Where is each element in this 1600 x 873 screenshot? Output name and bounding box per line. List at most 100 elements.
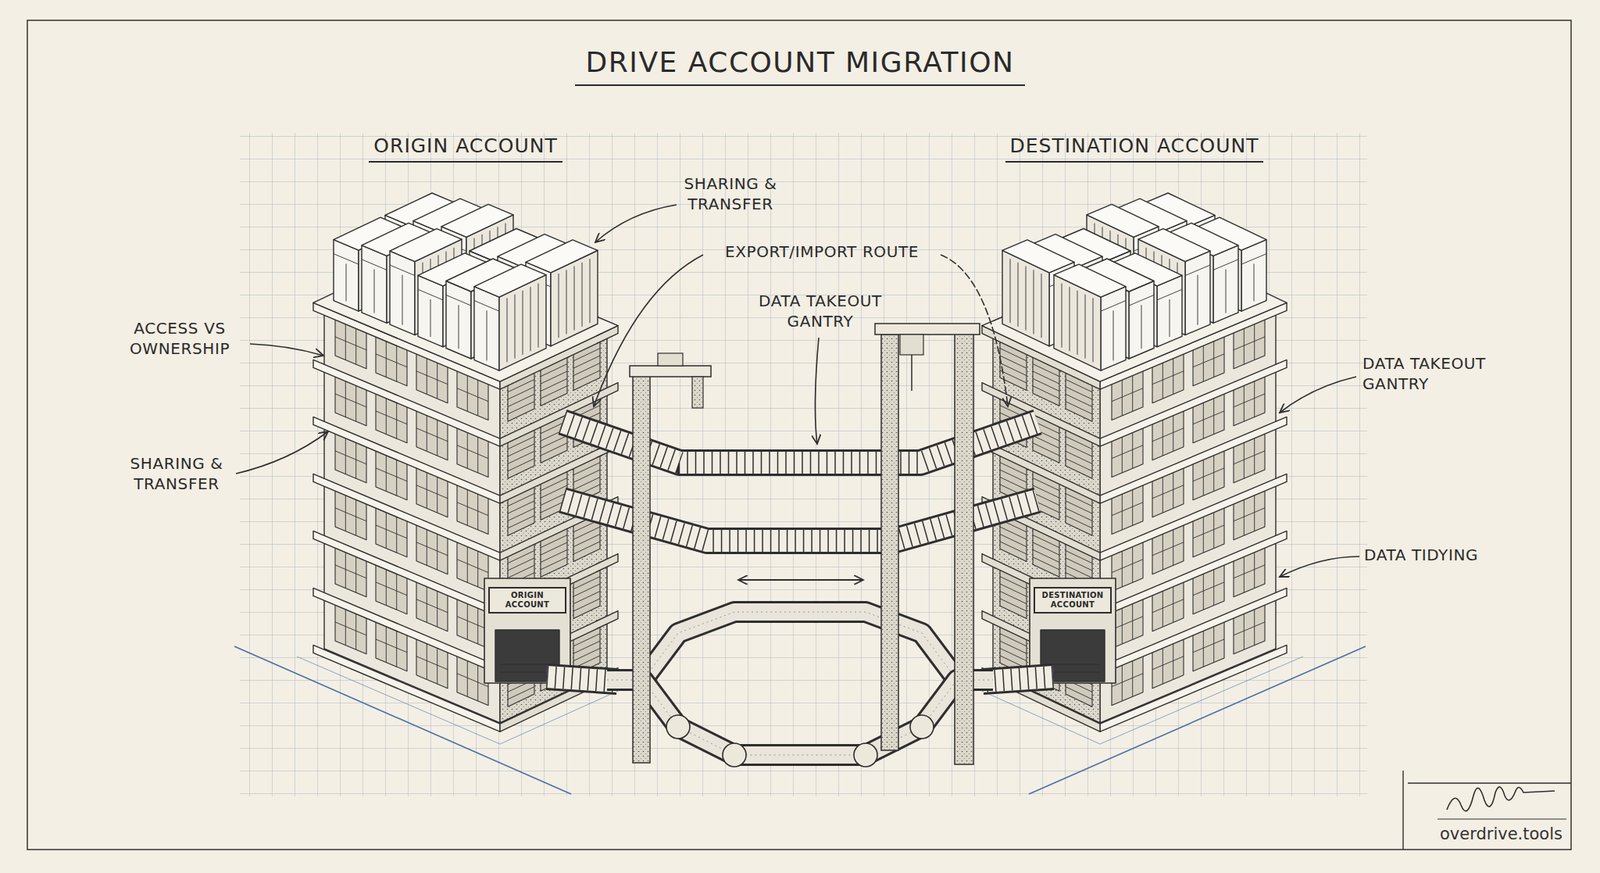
hatch-line [1092, 297, 1094, 362]
hatch-line [1010, 258, 1011, 323]
hatch-line [1065, 458, 1093, 472]
leader-line [595, 204, 677, 243]
hatch-line [1032, 542, 1060, 555]
hatch-line [540, 542, 568, 555]
hatch-line [457, 616, 489, 630]
hatch-line [1192, 525, 1225, 539]
hatch-line [507, 458, 535, 472]
binder [417, 275, 443, 347]
hatch-line [416, 656, 448, 670]
hatch-line [573, 598, 600, 611]
hatch-line [566, 269, 568, 334]
hatch-line [1017, 262, 1019, 327]
binder [1086, 203, 1159, 237]
hatch-line [474, 300, 500, 312]
hatch-line [1233, 507, 1265, 522]
hatch-line [1111, 502, 1143, 516]
signature-rule [1407, 782, 1572, 783]
hatch-line [1192, 353, 1225, 368]
binder [1213, 245, 1239, 324]
hatch-line [1157, 289, 1183, 300]
hatch-line [573, 526, 600, 540]
hatch-line [457, 502, 489, 516]
origin-tower-drawing [313, 192, 618, 732]
binder [333, 239, 359, 312]
hatch-line [573, 591, 600, 604]
hatch-line [507, 686, 535, 700]
hatch-line [1152, 542, 1184, 556]
hatch-line [1000, 648, 1027, 661]
binder [389, 228, 462, 262]
binder [1138, 228, 1211, 262]
floor-slab [500, 439, 618, 504]
signature-text: overdrive.tools [1439, 823, 1570, 844]
hatch-line [540, 378, 568, 391]
hatch-line [375, 353, 408, 368]
hatch-line [375, 582, 408, 596]
hatch-line [573, 363, 600, 376]
hatch-line [457, 388, 489, 402]
hatch-line [457, 445, 489, 459]
binder [361, 245, 387, 324]
pipe-connector [607, 679, 993, 755]
hatch-line [507, 401, 535, 415]
hatch-line [1241, 253, 1267, 265]
hatch-line [1061, 283, 1063, 348]
hatch-line [335, 507, 367, 522]
hatch-line [1041, 273, 1043, 338]
hatch-line [1065, 393, 1093, 407]
hatch-line [1111, 388, 1143, 402]
hatch-line [1152, 599, 1184, 613]
leader-line [593, 254, 704, 407]
gantry-post [881, 334, 899, 750]
pipe-connector [607, 679, 993, 755]
binder [446, 281, 472, 360]
hatch-line [375, 410, 408, 425]
gantry-trolley [900, 334, 924, 355]
hatch-line [1111, 673, 1143, 687]
pipe-ring [642, 611, 958, 680]
hatch-line [540, 371, 568, 384]
hatch-line [457, 673, 489, 687]
door-roller [1045, 671, 1100, 672]
pipe-ring [642, 611, 958, 680]
hatch-line [375, 525, 408, 539]
door-roller [1045, 663, 1100, 665]
binder [1241, 239, 1267, 312]
hatch-line [1000, 541, 1027, 554]
hatch-line [1233, 621, 1265, 636]
diagram-title: DRIVE ACCOUNT MIGRATION [575, 45, 1026, 86]
hatch-line [558, 273, 560, 338]
hatch-line [335, 564, 367, 579]
hatch-line [1128, 295, 1154, 307]
binder [1128, 281, 1154, 360]
hatch-line [375, 639, 408, 653]
leader-line [235, 431, 329, 474]
door-sign: ORIGIN ACCOUNT [488, 586, 567, 614]
door-roller [500, 663, 555, 665]
destination-tower-drawing [982, 192, 1287, 732]
hatch-line [1032, 371, 1060, 384]
binder [1002, 239, 1075, 273]
hatch-line [1032, 549, 1060, 562]
hatch-line [333, 253, 359, 265]
hatch-line [1069, 286, 1071, 351]
transfer-arrow [738, 578, 864, 581]
hatch-line [1025, 266, 1027, 331]
hatch-line [416, 485, 448, 499]
hatch-line [1032, 557, 1060, 570]
hatch-line [574, 266, 575, 331]
hatch-line [1065, 443, 1093, 457]
hatch-line [507, 557, 535, 571]
hatch-line [375, 467, 408, 482]
hatch-line [1197, 275, 1199, 325]
tower-block: ORIGIN ACCOUNTORIGIN ACCOUNT [324, 134, 608, 729]
hatch-line [1192, 467, 1225, 482]
hatch-line [374, 269, 375, 314]
hatch-line [573, 355, 600, 368]
conveyor-belt [982, 676, 1054, 682]
hatch-line [540, 549, 568, 562]
hatch-line [573, 477, 600, 490]
conveyor-belt [546, 676, 618, 682]
hatch-line [507, 443, 535, 457]
